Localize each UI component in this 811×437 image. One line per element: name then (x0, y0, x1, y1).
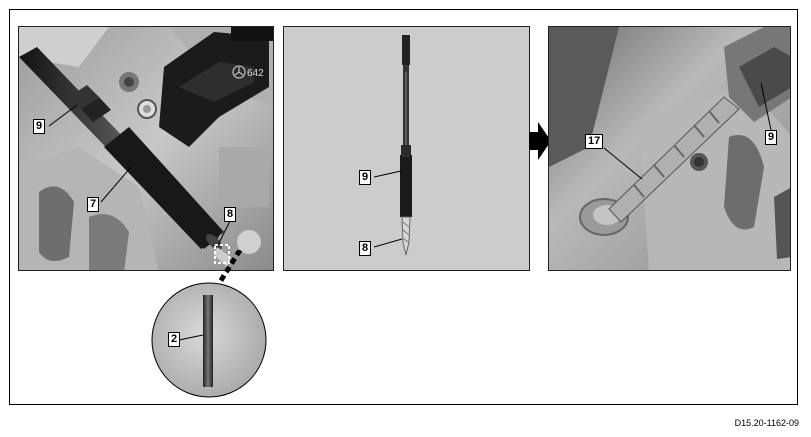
callout-8: 8 (224, 207, 237, 222)
brand-badge-text: 642 (247, 68, 264, 79)
photo-panel-tool: 9 8 (283, 26, 530, 271)
callout-8: 8 (359, 241, 372, 256)
engine-photo-1: 642 (19, 27, 273, 270)
zoom-connector (217, 250, 243, 284)
callout-9: 9 (359, 170, 372, 185)
callout-7: 7 (87, 197, 100, 212)
figure-frame: 642 9 7 8 9 8 (9, 9, 798, 405)
step-arrow-icon (529, 122, 551, 160)
engine-photo-3 (549, 27, 790, 270)
callout-9: 9 (33, 119, 46, 134)
photo-panel-drilling: 17 9 (548, 26, 791, 271)
callout-9: 9 (765, 130, 778, 145)
detail-circle (151, 282, 267, 398)
photo-panel-tool-mounted: 642 9 7 8 (18, 26, 274, 271)
callout-17: 17 (585, 134, 604, 149)
figure-reference-code: D15.20-1162-09 (734, 418, 799, 428)
tool-illustration (284, 27, 529, 270)
callout-2: 2 (168, 332, 181, 347)
